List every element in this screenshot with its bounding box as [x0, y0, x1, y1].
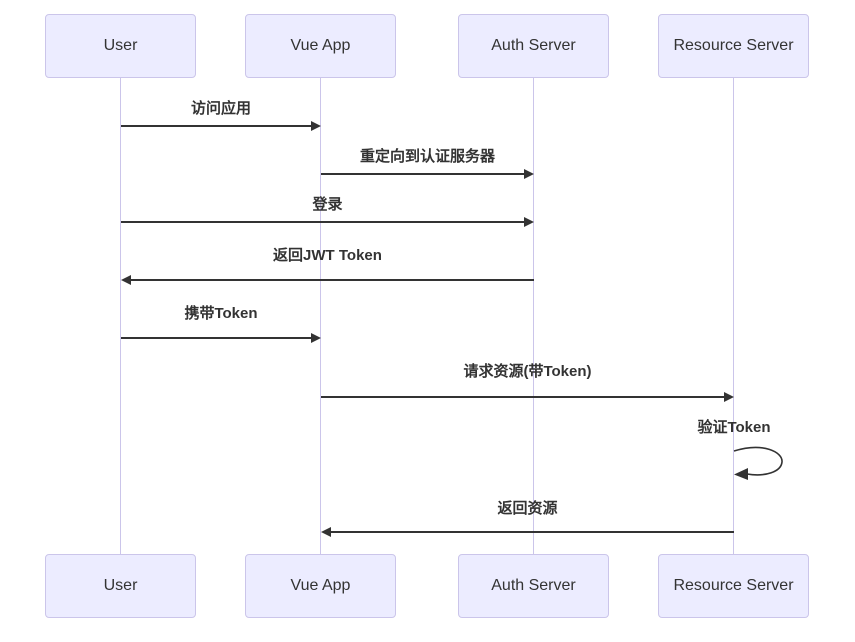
- message-label-verify-token: 验证Token: [697, 419, 771, 436]
- message-line: [121, 221, 525, 223]
- actor-label: User: [103, 37, 138, 54]
- actor-bottom-auth-server: Auth Server: [458, 554, 609, 618]
- actor-label: Vue App: [290, 37, 351, 54]
- arrowhead-right-icon: [524, 217, 534, 227]
- actor-label: Auth Server: [491, 37, 576, 54]
- actor-label: Resource Server: [673, 577, 794, 594]
- self-loop-arrow-icon: [733, 446, 783, 480]
- message-label-request-resource: 请求资源(带Token): [463, 363, 592, 380]
- arrowhead-left-icon: [321, 527, 331, 537]
- message-label-login: 登录: [312, 196, 343, 213]
- actor-top-user: User: [45, 14, 196, 78]
- message-line: [330, 531, 734, 533]
- arrowhead-right-icon: [311, 121, 321, 131]
- message-line: [121, 337, 312, 339]
- lifeline-auth-server: [533, 78, 534, 554]
- message-line: [121, 125, 312, 127]
- arrowhead-right-icon: [311, 333, 321, 343]
- actor-top-auth-server: Auth Server: [458, 14, 609, 78]
- message-line: [321, 396, 725, 398]
- message-label-carry-token: 携带Token: [184, 305, 258, 322]
- actor-label: Resource Server: [673, 37, 794, 54]
- message-label-return-resource: 返回资源: [497, 500, 558, 517]
- lifeline-user: [120, 78, 121, 554]
- message-label-redirect-auth: 重定向到认证服务器: [359, 148, 495, 165]
- lifeline-vue-app: [320, 78, 321, 554]
- message-label-visit-app: 访问应用: [190, 100, 251, 117]
- arrowhead-right-icon: [724, 392, 734, 402]
- message-line: [130, 279, 534, 281]
- lifeline-resource-server: [733, 78, 734, 554]
- arrowhead-left-icon: [121, 275, 131, 285]
- actor-bottom-resource-server: Resource Server: [658, 554, 809, 618]
- message-line: [321, 173, 525, 175]
- actor-label: Vue App: [290, 577, 351, 594]
- actor-top-resource-server: Resource Server: [658, 14, 809, 78]
- actor-label: User: [103, 577, 138, 594]
- message-label-return-jwt: 返回JWT Token: [273, 247, 382, 264]
- actor-bottom-user: User: [45, 554, 196, 618]
- actor-top-vue-app: Vue App: [245, 14, 396, 78]
- actor-label: Auth Server: [491, 577, 576, 594]
- actor-bottom-vue-app: Vue App: [245, 554, 396, 618]
- arrowhead-right-icon: [524, 169, 534, 179]
